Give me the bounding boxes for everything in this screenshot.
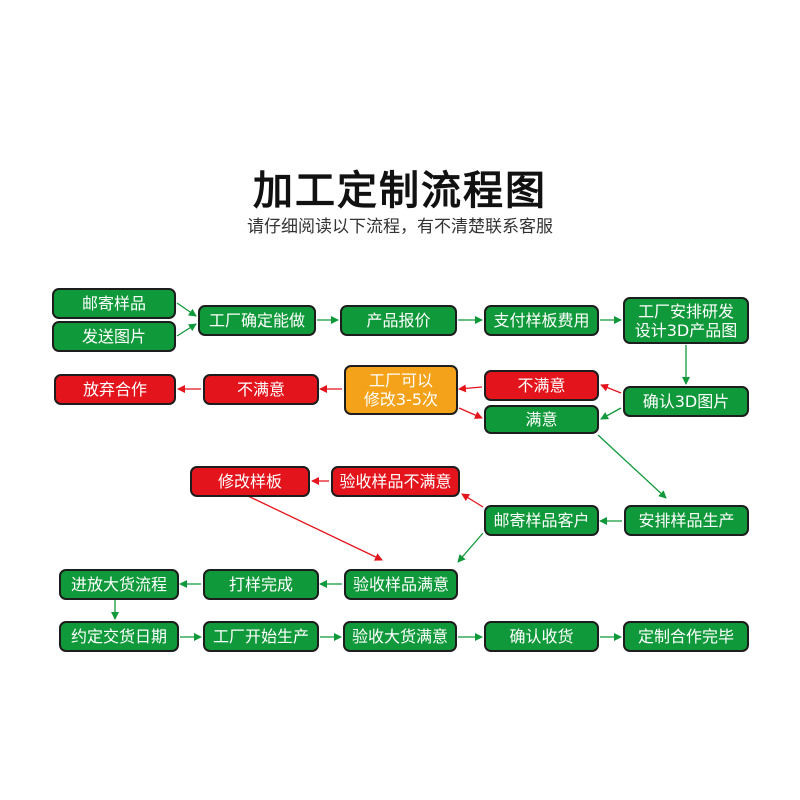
- arrow-confirm3d-to-satisfied: [600, 407, 622, 420]
- node-send-images: 发送图片: [52, 321, 176, 352]
- node-not-satisfied-2: 不满意: [203, 374, 319, 405]
- arrow-confirm3d-to-notsatisfied: [600, 383, 622, 394]
- node-mail-sample-customer: 邮寄样品客户: [484, 505, 599, 536]
- node-sampling-done: 打样完成: [203, 569, 319, 600]
- node-pay-sample-fee: 支付样板费用: [484, 305, 599, 336]
- node-factory-revise: 工厂可以 修改3-5次: [344, 365, 458, 415]
- node-confirm-3d: 确认3D图片: [623, 386, 749, 417]
- page-subtitle: 请仔细阅读以下流程，有不清楚联系客服: [247, 217, 553, 237]
- node-give-up: 放弃合作: [54, 374, 176, 405]
- node-bulk-process: 进放大货流程: [59, 569, 179, 600]
- node-agree-delivery-date: 约定交货日期: [59, 621, 179, 652]
- node-revise-sample: 修改样板: [190, 466, 310, 497]
- node-inspect-not-satisfied: 验收样品不满意: [331, 466, 460, 497]
- arrow-revise-to-satisfied: [458, 407, 483, 419]
- node-factory-start-production: 工厂开始生产: [203, 621, 319, 652]
- arrow-images-to-factory: [176, 323, 197, 337]
- node-inspect-satisfied: 验收样品满意: [344, 569, 458, 600]
- node-factory-design: 工厂安排研发 设计3D产品图: [623, 297, 749, 344]
- arrow-mail-to-factory: [176, 302, 197, 317]
- arrow-revise-to-inspect: [247, 495, 383, 561]
- node-inspect-bulk-satisfied: 验收大货满意: [343, 621, 457, 652]
- arrow-mailcustomer-to-inspectfail: [461, 493, 484, 508]
- node-product-quote: 产品报价: [340, 305, 457, 336]
- arrow-notsatisfied-to-revise: [458, 384, 483, 393]
- node-custom-complete: 定制合作完毕: [623, 621, 749, 652]
- page-title: 加工定制流程图: [253, 168, 547, 214]
- arrow-mailcustomer-to-inspect: [457, 532, 484, 563]
- node-not-satisfied-1: 不满意: [484, 370, 599, 401]
- node-arrange-sample-production: 安排样品生产: [624, 505, 749, 536]
- node-mail-sample: 邮寄样品: [52, 288, 176, 319]
- node-confirm-receipt: 确认收货: [484, 621, 599, 652]
- arrow-satisfied-to-arrange: [597, 434, 667, 499]
- node-factory-confirm: 工厂确定能做: [198, 305, 316, 336]
- node-satisfied: 满意: [484, 405, 599, 434]
